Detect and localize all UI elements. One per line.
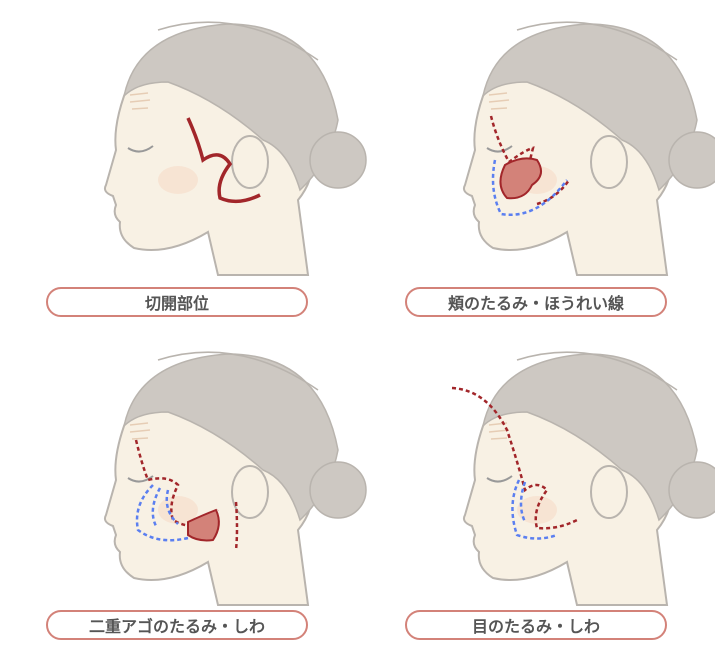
- head-illustration-eye: [451, 351, 715, 606]
- label-cheek-sagging: 頬のたるみ・ほうれい線: [405, 287, 667, 317]
- sagging-area: [187, 508, 220, 542]
- head-illustration-chin: [103, 351, 367, 606]
- label-double-chin: 二重アゴのたるみ・しわ: [46, 610, 308, 640]
- incision-dotted-line: [451, 386, 578, 530]
- chin-dotted-lines: [135, 484, 189, 542]
- incision-dotted-line: [134, 439, 239, 551]
- eye-dotted-lines: [511, 479, 558, 540]
- label-eye-sagging: 目のたるみ・しわ: [405, 610, 667, 640]
- incision-line: [186, 117, 261, 204]
- label-incision-site: 切開部位: [46, 287, 308, 317]
- panel-cheek-sagging: 頬のたるみ・ほうれい線: [397, 0, 715, 325]
- head-illustration-incision: [103, 21, 367, 276]
- panel-incision-site: 切開部位: [38, 0, 368, 325]
- panel-double-chin: 二重アゴのたるみ・しわ: [38, 330, 368, 655]
- panel-eye-sagging: 目のたるみ・しわ: [397, 330, 715, 655]
- sagging-area: [499, 157, 542, 200]
- head-illustration-cheek: [462, 21, 715, 276]
